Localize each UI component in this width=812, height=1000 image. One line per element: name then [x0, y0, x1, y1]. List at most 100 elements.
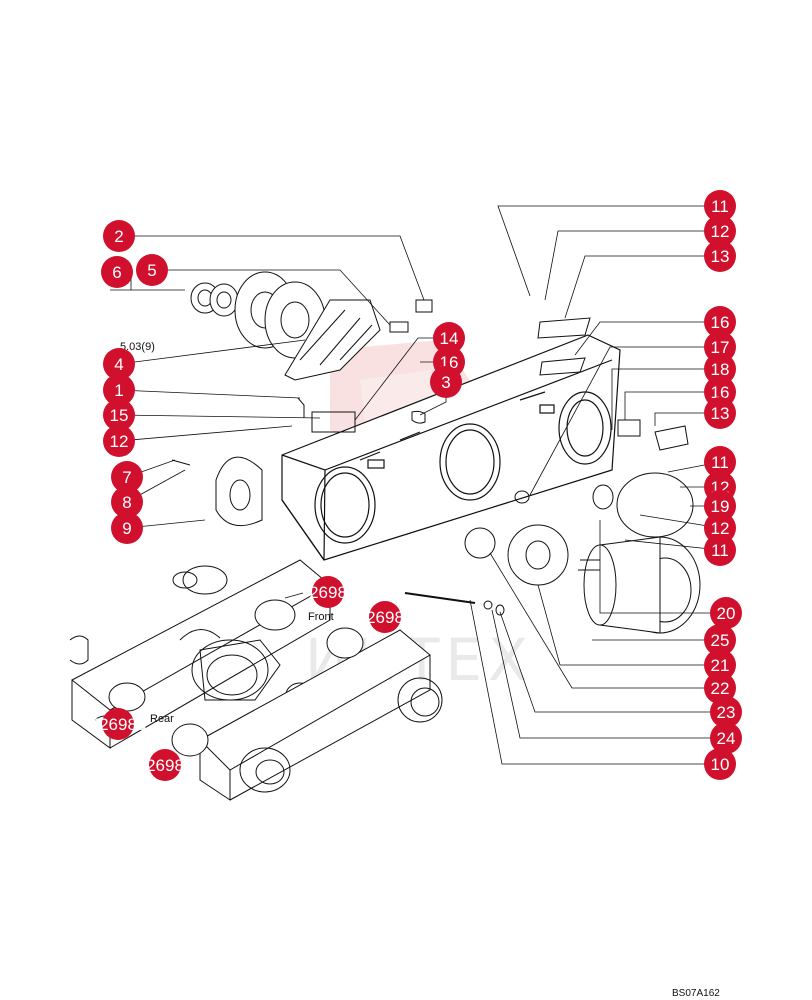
callout-14: 14	[433, 322, 465, 354]
callout-number: 6	[112, 263, 121, 282]
callout-circle	[704, 331, 736, 363]
callout-7: 7	[111, 461, 143, 493]
callout-number: 2	[114, 227, 123, 246]
ref-note-label: 5.03(9)	[120, 341, 155, 353]
callout-10: 10	[704, 748, 736, 780]
callout-3: 3	[430, 366, 462, 398]
callout-number: 13	[711, 247, 730, 266]
callout-circle	[149, 749, 181, 781]
callout-6: 6	[101, 256, 133, 288]
callout-726986: 726986	[357, 601, 414, 633]
callout-number: 3	[441, 373, 450, 392]
callout-circle	[704, 490, 736, 522]
callout-13: 13	[704, 240, 736, 272]
callout-number: 22	[711, 679, 730, 698]
callout-11: 11	[704, 190, 736, 222]
callout-circle	[103, 348, 135, 380]
callout-12: 12	[704, 512, 736, 544]
callout-number: 12	[711, 519, 730, 538]
callout-12: 12	[103, 425, 135, 457]
callout-4: 4	[103, 348, 135, 380]
callout-1: 1	[103, 374, 135, 406]
callout-16: 16	[704, 306, 736, 338]
callout-number: 726985	[137, 756, 194, 775]
sprocket-assembly	[190, 271, 433, 381]
callout-circle	[704, 672, 736, 704]
callout-number: 23	[717, 703, 736, 722]
callout-2: 2	[103, 220, 135, 252]
callout-circle	[704, 353, 736, 385]
callout-23: 23	[710, 696, 742, 728]
callout-number: 7	[122, 468, 131, 487]
text-labels: 5.03(9) Front Rear BS07A162	[120, 341, 720, 999]
callout-12: 12	[704, 215, 736, 247]
callout-circle	[704, 306, 736, 338]
callout-number: 4	[114, 355, 123, 374]
callout-number: 24	[717, 729, 736, 748]
callout-number: 21	[711, 656, 730, 675]
callout-15: 15	[103, 399, 135, 431]
callout-number: 18	[711, 360, 730, 379]
callout-circle	[704, 624, 736, 656]
callout-number: 8	[122, 493, 131, 512]
callout-circle	[103, 399, 135, 431]
callout-circle	[710, 722, 742, 754]
callout-circle	[704, 190, 736, 222]
callout-number: 9	[122, 519, 131, 538]
callout-circle	[710, 696, 742, 728]
callout-number: 25	[711, 631, 730, 650]
callout-number: 16	[711, 383, 730, 402]
callout-circle	[433, 322, 465, 354]
callout-number: 12	[711, 222, 730, 241]
callout-number: 19	[711, 497, 730, 516]
callout-5: 5	[136, 254, 168, 286]
front-label: Front	[308, 611, 334, 623]
callout-number: 11	[711, 541, 729, 560]
callout-circle	[704, 748, 736, 780]
callout-25: 25	[704, 624, 736, 656]
callout-number: 726985	[90, 715, 147, 734]
callout-19: 19	[704, 490, 736, 522]
callout-8: 8	[111, 486, 143, 518]
rear-label: Rear	[150, 713, 174, 725]
callout-number: 15	[110, 406, 129, 425]
callout-9: 9	[111, 512, 143, 544]
callout-circle	[111, 512, 143, 544]
callout-number: 11	[711, 197, 729, 216]
callout-circle	[704, 215, 736, 247]
callout-circle	[704, 240, 736, 272]
callout-circle	[312, 576, 344, 608]
callout-number: 726986	[357, 608, 414, 627]
callout-circle	[111, 486, 143, 518]
callout-20: 20	[710, 597, 742, 629]
callout-number: 5	[147, 261, 156, 280]
callout-circle	[704, 397, 736, 429]
track-frame	[281, 334, 621, 561]
callout-circle	[704, 534, 736, 566]
callout-circle	[704, 446, 736, 478]
callout-number: 12	[110, 432, 129, 451]
callout-number: 726984	[300, 583, 357, 602]
callout-circle	[111, 461, 143, 493]
callout-circle	[101, 256, 133, 288]
callout-circle	[430, 366, 462, 398]
callout-number: 11	[711, 453, 729, 472]
callout-13: 13	[704, 397, 736, 429]
final-drive	[171, 317, 701, 634]
callout-726985: 726985	[90, 708, 147, 740]
callout-circle	[103, 374, 135, 406]
callout-number: 17	[711, 338, 730, 357]
callout-726984: 726984	[300, 576, 357, 608]
callout-circle	[704, 649, 736, 681]
overview-sketch	[69, 559, 443, 801]
callout-number: 20	[717, 604, 736, 623]
callout-number: 16	[711, 313, 730, 332]
callout-11: 11	[704, 534, 736, 566]
callout-22: 22	[704, 672, 736, 704]
callout-circle	[103, 425, 135, 457]
callout-17: 17	[704, 331, 736, 363]
callout-number: 13	[711, 404, 730, 423]
callout-18: 18	[704, 353, 736, 385]
